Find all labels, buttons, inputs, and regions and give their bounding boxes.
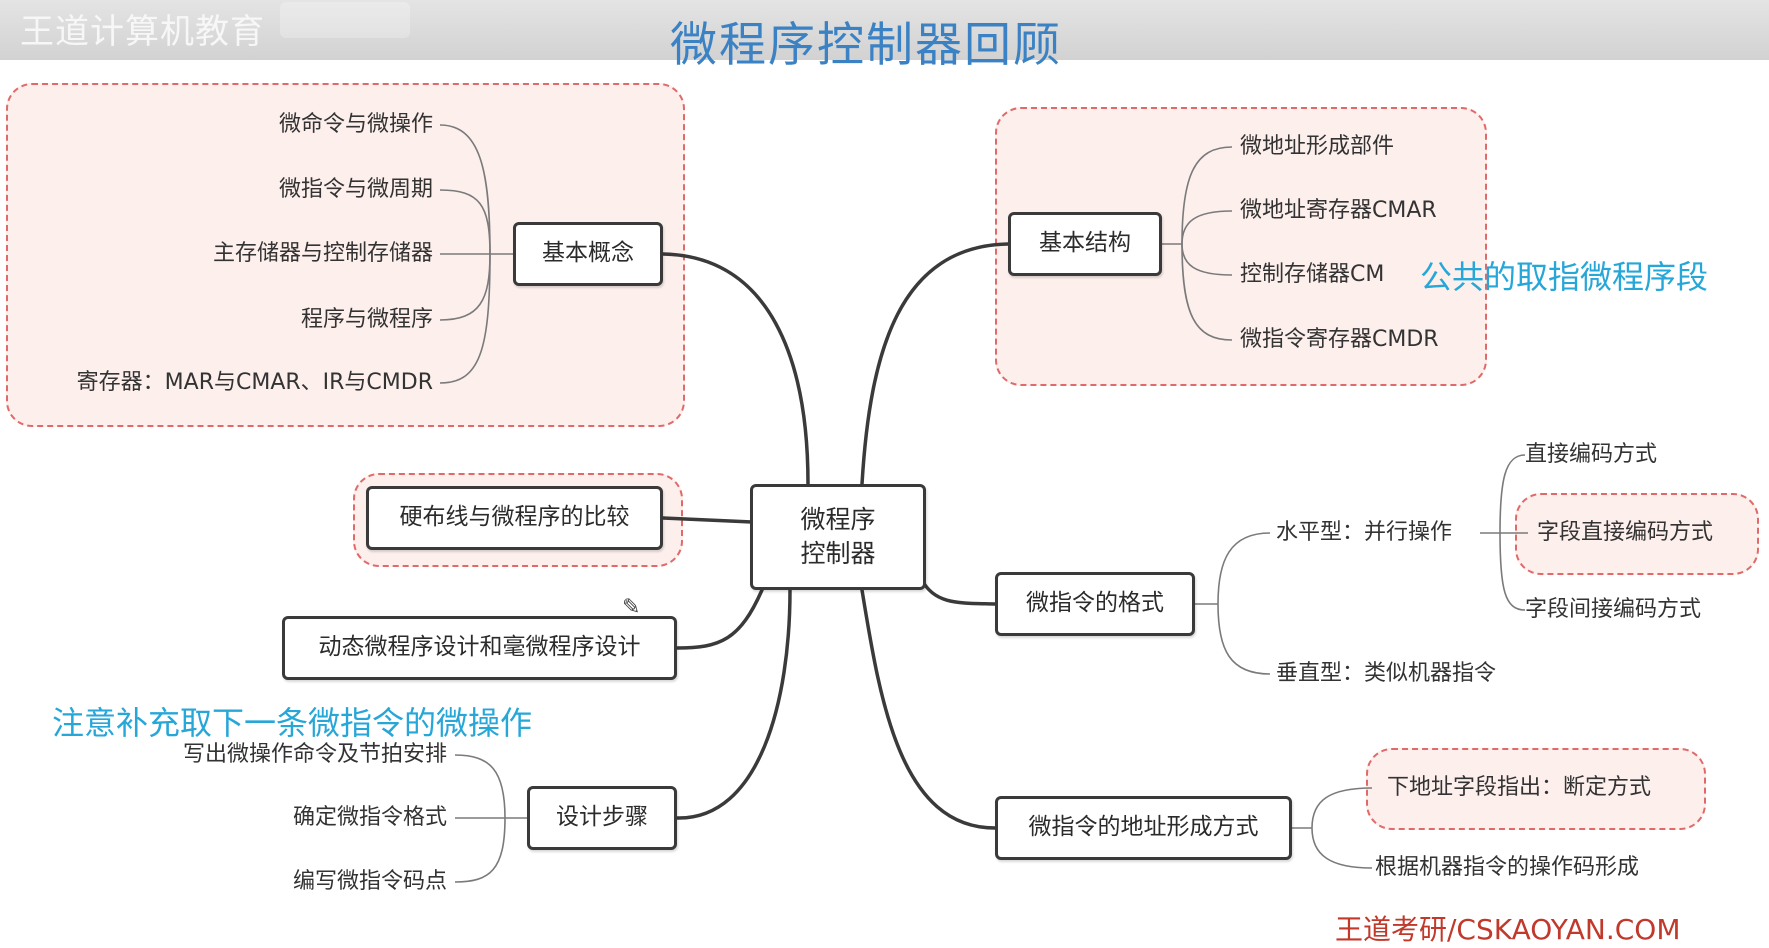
node-design-steps[interactable]: 设计步骤 [527,786,677,850]
leaf-concept-1: 微命令与微操作 [278,112,433,137]
leaf-concept-4: 程序与微程序 [300,307,433,332]
pencil-cursor-icon: ✎ [622,595,641,620]
leaf-horizontal: 水平型：并行操作 [1276,520,1453,545]
watermark-logo [280,2,410,38]
leaf-direct-encoding: 直接编码方式 [1525,442,1658,467]
footer-brand: 王道考研/CSKAOYAN.COM [1335,913,1681,946]
leaf-concept-3: 主存储器与控制存储器 [212,241,433,266]
leaf-step-1: 写出微操作命令及节拍安排 [182,742,447,767]
leaf-structure-3: 控制存储器CM [1240,262,1385,287]
leaf-concept-2: 微指令与微周期 [278,177,433,202]
page-title: 微程序控制器回顾 [670,18,1062,73]
leaf-structure-2: 微地址寄存器CMAR [1240,198,1437,223]
center-line-2: 控制器 [800,539,876,568]
leaf-next-address: 下地址字段指出：断定方式 [1387,775,1652,800]
center-line-1: 微程序 [800,505,876,535]
leaf-step-3: 编写微指令码点 [292,869,447,894]
leaf-field-direct-encoding: 字段直接编码方式 [1537,520,1714,545]
leaf-structure-4: 微指令寄存器CMDR [1240,327,1439,352]
leaf-concept-5: 寄存器：MAR与CMAR、IR与CMDR [76,370,433,395]
node-comparison[interactable]: 硬布线与微程序的比较 [366,486,663,550]
watermark-text: 王道计算机教育 [20,12,265,52]
top-bar [0,0,1769,60]
node-format[interactable]: 微指令的格式 [995,572,1195,636]
leaf-field-indirect-encoding: 字段间接编码方式 [1525,597,1702,622]
leaf-structure-1: 微地址形成部件 [1240,134,1395,159]
leaf-opcode: 根据机器指令的操作码形成 [1375,855,1640,880]
node-basic-structure[interactable]: 基本结构 [1008,212,1162,276]
node-address[interactable]: 微指令的地址形成方式 [995,796,1292,860]
highlight-next-address [1366,748,1706,830]
highlight-field-direct [1515,493,1759,575]
node-dynamic[interactable]: 动态微程序设计和毫微程序设计 [282,616,677,680]
leaf-vertical: 垂直型：类似机器指令 [1276,661,1497,686]
leaf-step-2: 确定微指令格式 [292,805,447,830]
node-basic-concepts[interactable]: 基本概念 [513,222,663,286]
note-fetch-segment: 公共的取指微程序段 [1420,258,1709,296]
center-node[interactable]: 微程序 控制器 [750,484,926,590]
note-fetch-next: 注意补充取下一条微指令的微操作 [52,704,533,742]
